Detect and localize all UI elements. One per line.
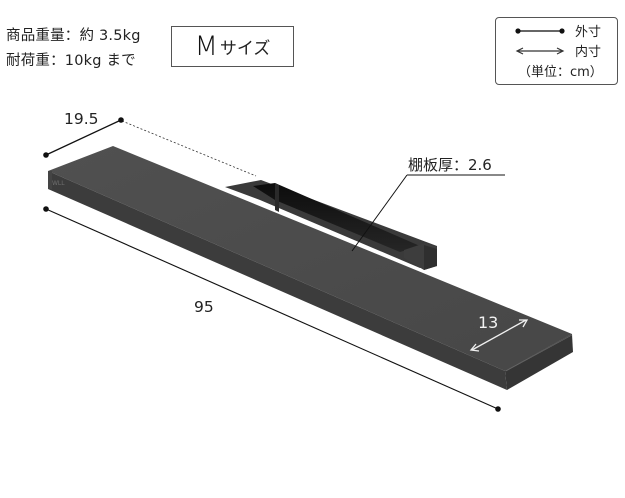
legend-unit-label: （単位：cm） [518,65,603,80]
depth-inner-label: 13 [478,313,499,332]
dimension-legend: 外寸 内寸 （単位：cm） [495,17,618,85]
thickness-leader [351,174,505,252]
depth-dimension-inner [469,319,529,352]
load-capacity: 耐荷重：10kg まで [6,53,136,69]
legend-outer-label: 外寸 [575,25,602,40]
size-badge: M サイズ [171,26,294,67]
legend-inner-label: 内寸 [575,45,602,60]
brand-mark: WLL [52,180,65,187]
shelf-board: WLL [48,146,573,390]
product-weight: 商品重量：約 3.5kg [6,28,141,44]
depth-dimension-outer [43,117,124,158]
thickness-label: 棚板厚：2.6 [408,156,492,174]
width-outer-label: 95 [194,298,214,316]
depth-extension-line [121,120,257,177]
depth-outer-label: 19.5 [64,110,99,128]
bracket-tray [225,180,437,270]
size-suffix: サイズ [219,39,271,59]
legend-lines-icon [515,28,565,55]
width-dimension-outer [43,206,501,412]
size-letter: M [194,31,218,62]
